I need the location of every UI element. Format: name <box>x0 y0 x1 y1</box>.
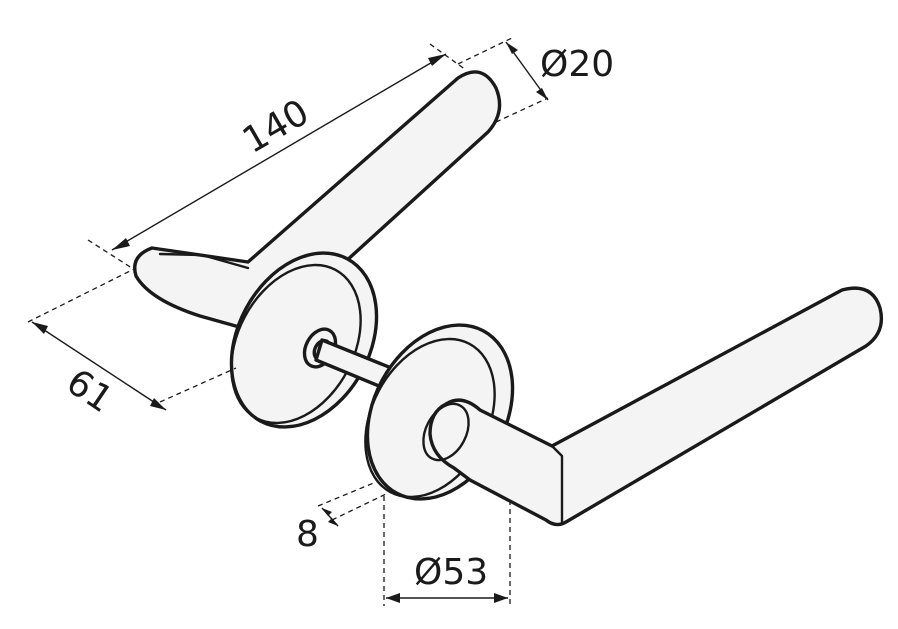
right-lever <box>422 286 884 527</box>
label-lever-diameter: Ø20 <box>540 44 614 85</box>
dim-rose-thickness <box>317 481 387 527</box>
dim-lever-length <box>87 43 467 271</box>
label-rose-diameter: Ø53 <box>414 552 488 593</box>
dim-lever-projection <box>27 267 237 411</box>
dim-rose-diameter <box>383 496 511 606</box>
label-lever-projection: 61 <box>59 361 120 421</box>
label-lever-length: 140 <box>236 92 316 162</box>
dim-lever-diameter <box>457 37 549 123</box>
label-rose-thickness: 8 <box>296 514 319 555</box>
